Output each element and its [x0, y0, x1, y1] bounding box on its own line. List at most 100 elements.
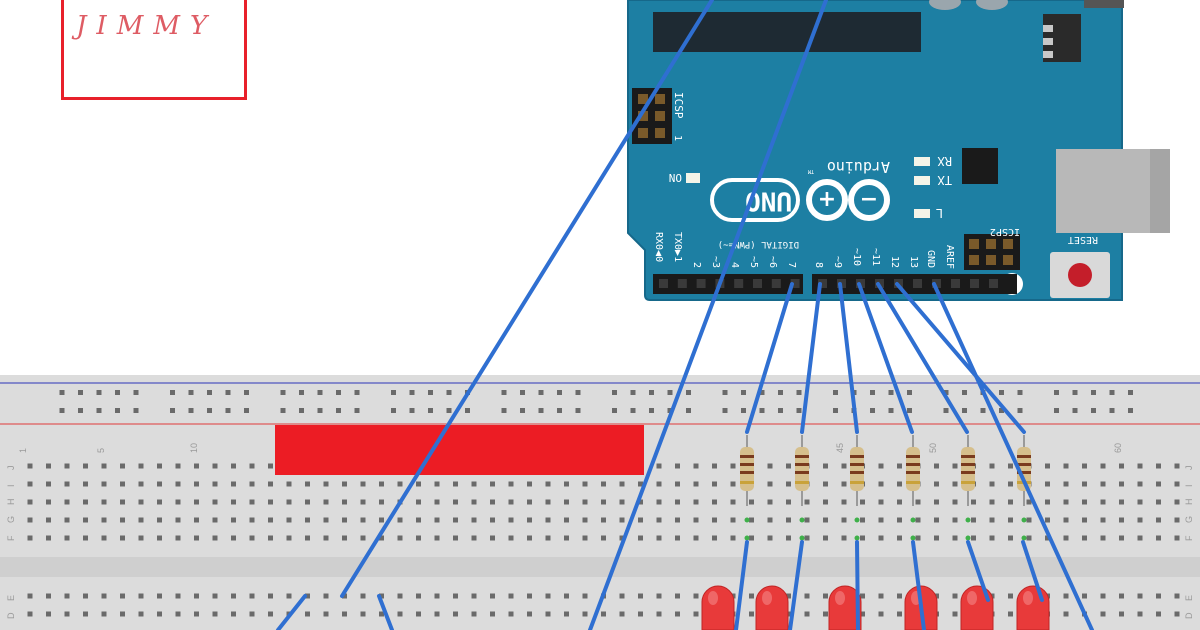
svg-text:+: + [818, 187, 836, 212]
breadboard-hole [231, 535, 236, 541]
breadboard-hole [138, 611, 144, 617]
breadboard-hole [915, 535, 921, 541]
rail-hole [115, 390, 120, 395]
rail-hole [962, 390, 967, 395]
breadboard-hole [749, 535, 754, 541]
breadboard-hole [1063, 535, 1069, 541]
resistor [740, 435, 754, 541]
breadboard-hole [1082, 463, 1087, 469]
breadboard-hole [1100, 481, 1106, 487]
rail-hole [557, 408, 562, 413]
rail-hole [1054, 390, 1059, 395]
header-hole [818, 279, 827, 288]
breadboard-hole [46, 499, 51, 505]
breadboard-hole [1137, 481, 1143, 487]
rail-hole [299, 408, 304, 413]
breadboard-hole [749, 593, 754, 599]
breadboard-hole [397, 593, 403, 599]
bb-row-f-left: F [6, 535, 16, 541]
breadboard-hole [434, 517, 440, 523]
breadboard-hole [249, 611, 255, 617]
rail-hole [409, 408, 415, 413]
rail-hole [1109, 390, 1115, 395]
breadboard-hole [397, 535, 403, 541]
breadboard-hole [101, 517, 107, 523]
rail-hole [520, 408, 525, 413]
breadboard-hole [638, 517, 643, 523]
breadboard-hole [952, 517, 958, 523]
breadboard-hole [823, 535, 828, 541]
jumper-wires [276, 0, 1094, 630]
breadboard-hole [194, 535, 199, 541]
breadboard-hole [83, 535, 88, 541]
breadboard-hole [1119, 463, 1124, 469]
breadboard-hole [249, 535, 255, 541]
breadboard-hole [878, 481, 884, 487]
rail-hole [299, 390, 304, 395]
breadboard-hole [46, 463, 51, 469]
breadboard-hole [823, 517, 828, 523]
breadboard-hole [490, 535, 495, 541]
pin-label-7: 7 [786, 262, 797, 268]
breadboard-hole [675, 463, 680, 469]
breadboard-hole [712, 535, 717, 541]
rail-hole [962, 408, 967, 413]
breadboard-hole [527, 611, 532, 617]
breadboard-hole [323, 535, 329, 541]
rail-hole [741, 390, 746, 395]
breadboard-hole [101, 499, 107, 505]
breadboard-hole [138, 481, 144, 487]
breadboard-hole [989, 535, 995, 541]
breadboard-hole [545, 517, 551, 523]
breadboard-hole [1008, 611, 1013, 617]
breadboard-hole [212, 593, 218, 599]
breadboard-hole [952, 611, 958, 617]
breadboard-hole [934, 517, 939, 523]
breadboard-hole [360, 481, 366, 487]
breadboard-hole [1137, 611, 1143, 617]
breadboard-hole [1119, 481, 1124, 487]
breadboard-hole [175, 593, 181, 599]
rail-hole [115, 408, 120, 413]
l-label: L [936, 206, 943, 220]
breadboard-hole [601, 499, 606, 505]
rail-hole [336, 390, 341, 395]
breadboard-hole [693, 499, 699, 505]
breadboard-hole [638, 499, 643, 505]
breadboard-hole [453, 611, 458, 617]
arduino-brand-label: Arduino [827, 158, 890, 176]
breadboard-hole [397, 481, 403, 487]
breadboard-hole [1063, 481, 1069, 487]
rail-hole [778, 390, 783, 395]
breadboard-hole [175, 517, 181, 523]
rail-hole [1054, 408, 1059, 413]
breadboard-hole [1100, 593, 1106, 599]
breadboard-hole [508, 535, 514, 541]
breadboard-hole [1119, 593, 1124, 599]
breadboard-hole [434, 535, 440, 541]
breadboard-hole [971, 499, 976, 505]
breadboard-hole [527, 593, 532, 599]
rail-hole [354, 390, 360, 395]
red-led [1016, 585, 1050, 630]
breadboard-hole [286, 517, 292, 523]
breadboard-hole [1008, 593, 1013, 599]
breadboard-hole [157, 611, 162, 617]
breadboard-hole [453, 481, 458, 487]
breadboard-hole [1156, 535, 1161, 541]
rail-hole [317, 408, 323, 413]
breadboard-hole [601, 517, 606, 523]
bb-row-e-right: E [1184, 595, 1194, 601]
breadboard-hole [564, 611, 569, 617]
icsp2-header [964, 234, 1020, 270]
breadboard-hole [1082, 481, 1087, 487]
rail-hole [649, 408, 654, 413]
breadboard-hole [212, 517, 218, 523]
breadboard-hole [46, 535, 51, 541]
breadboard-hole [582, 481, 588, 487]
breadboard-hole [545, 481, 551, 487]
breadboard-hole [675, 481, 680, 487]
breadboard-hole [786, 463, 791, 469]
reset-button[interactable] [1050, 252, 1110, 298]
breadboard-hole [564, 535, 569, 541]
